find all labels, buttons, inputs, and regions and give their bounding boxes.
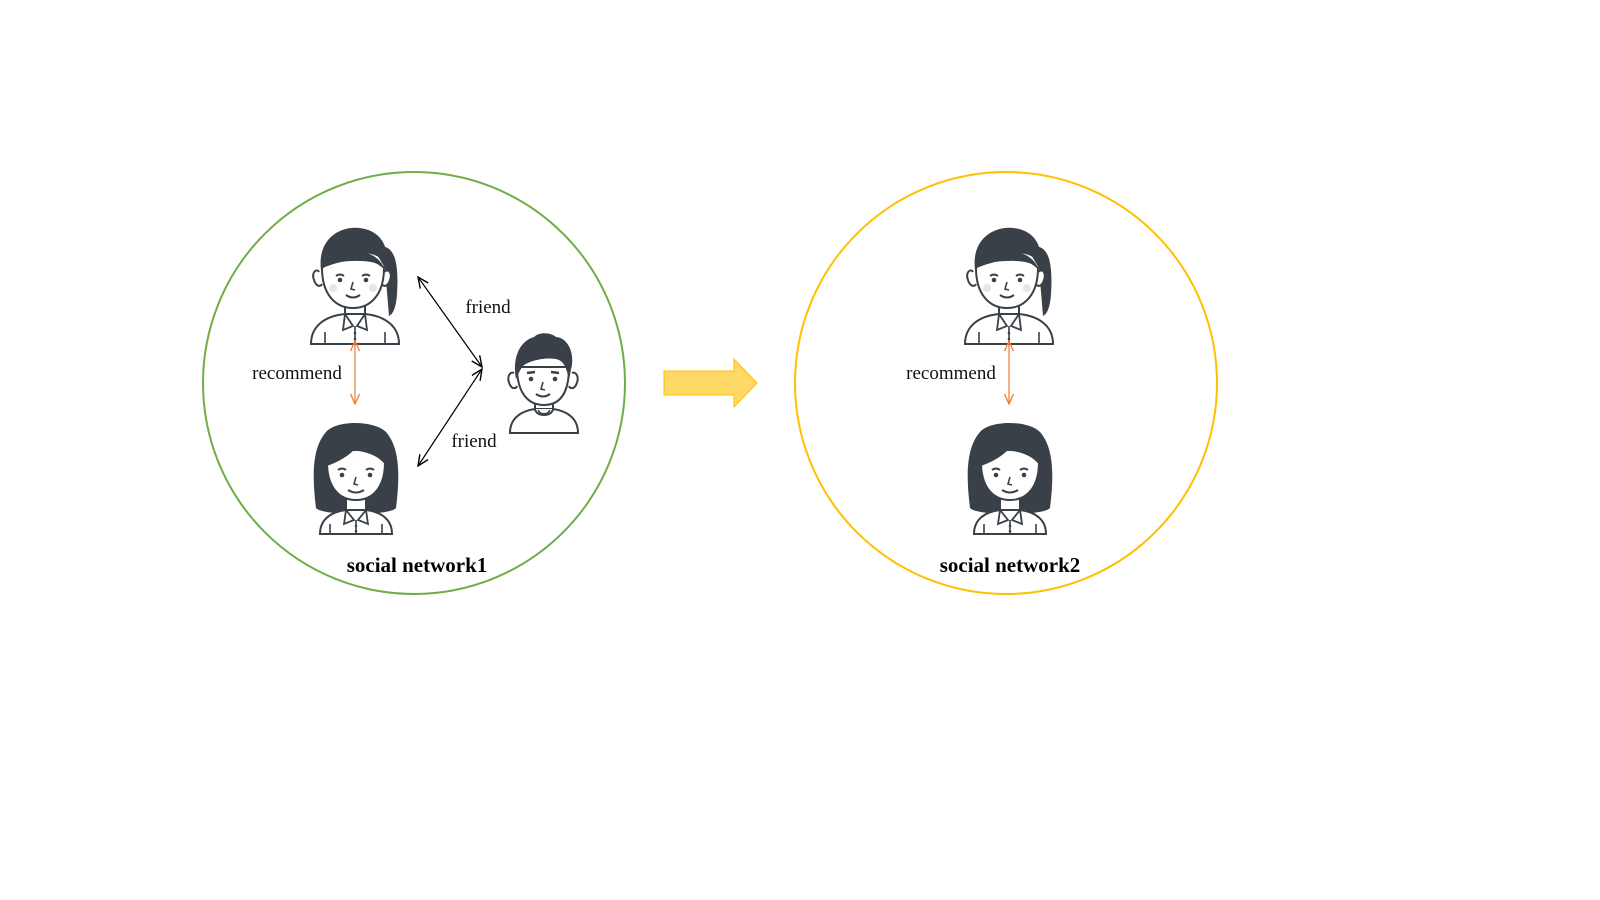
friend-label-top: friend bbox=[465, 297, 511, 318]
recommend-label: recommend bbox=[252, 363, 342, 384]
friend-arrow-top bbox=[418, 277, 482, 367]
social-network-2: recommend social network2 bbox=[794, 171, 1218, 595]
woman-long-hair-icon bbox=[966, 422, 1054, 535]
network-1-title: social network1 bbox=[347, 553, 488, 577]
network-1-boundary bbox=[202, 171, 626, 595]
network-2-title: social network2 bbox=[940, 553, 1081, 577]
friend-arrow-bottom bbox=[418, 369, 482, 466]
woman-ponytail-icon bbox=[310, 226, 400, 345]
social-network-1: recommend friend friend social network1 bbox=[202, 171, 626, 595]
recommend-label: recommend bbox=[906, 363, 996, 384]
right-arrow-icon bbox=[663, 357, 758, 409]
man-icon bbox=[507, 331, 580, 435]
friend-label-bottom: friend bbox=[451, 431, 497, 452]
network-2-boundary bbox=[794, 171, 1218, 595]
woman-ponytail-icon bbox=[964, 226, 1054, 345]
woman-long-hair-icon bbox=[312, 422, 400, 535]
